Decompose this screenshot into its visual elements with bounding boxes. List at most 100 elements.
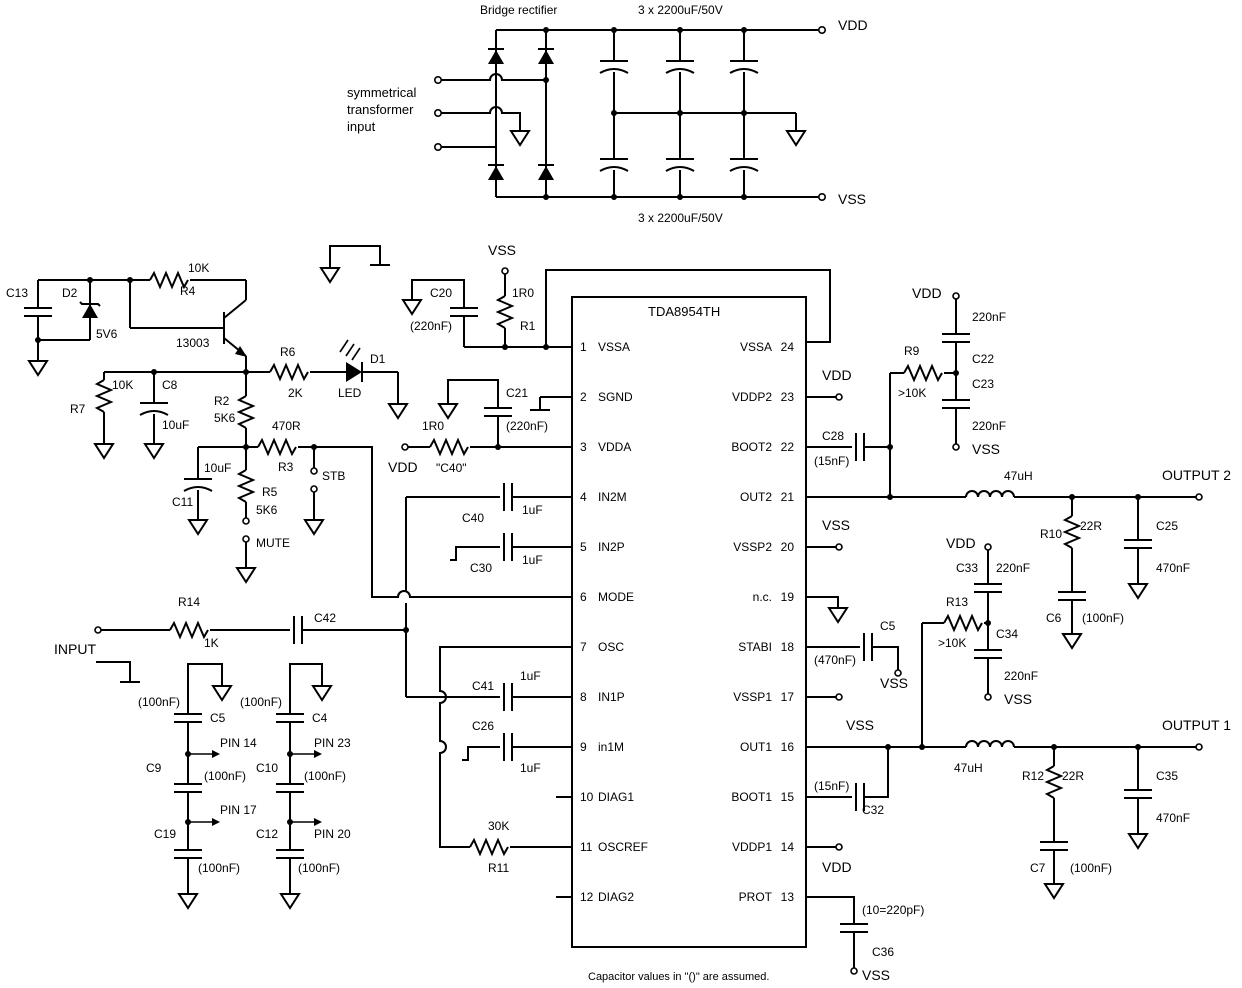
c8-value: 10uF [162, 418, 189, 432]
c13-label: C13 [6, 286, 28, 300]
c5b-label: C5 [880, 619, 896, 633]
ic-pin-right-name: STABI [738, 640, 772, 654]
c21-value: (220nF) [506, 419, 548, 433]
psu-vdd-label: VDD [838, 17, 868, 33]
r7-value: 10K [112, 378, 133, 392]
c40-value: 1uF [522, 503, 543, 517]
psu-caps-bottom-label: 3 x 2200uF/50V [638, 211, 723, 225]
d2-label: D2 [62, 286, 78, 300]
ic-pin-left-name: OSC [598, 640, 624, 654]
vddp1-label: VDD [822, 859, 852, 875]
ic-pin-right-number: 20 [781, 540, 795, 554]
footnote: Capacitor values in "()" are assumed. [588, 971, 769, 983]
c28-label: C28 [822, 429, 844, 443]
c33-value: 220nF [996, 561, 1030, 575]
ic-pin-right-number: 23 [781, 390, 795, 404]
ic-pin-left-number: 1 [580, 340, 587, 354]
ic-pin-right-number: 13 [781, 890, 795, 904]
ic-pin-right-number: 16 [781, 740, 795, 754]
transistor-label: 13003 [176, 336, 210, 350]
ic-pin-left-name: DIAG2 [598, 890, 634, 904]
vss-r13-label: VSS [1004, 691, 1032, 707]
c35-value: 470nF [1156, 811, 1190, 825]
r13-label: R13 [946, 595, 968, 609]
transformer-label-1: symmetrical [347, 85, 416, 100]
ic-pin-right-name: VDDP2 [732, 390, 772, 404]
c35-label: C35 [1156, 769, 1178, 783]
c19-value: (100nF) [198, 861, 240, 875]
ic-pin-left-number: 9 [580, 740, 587, 754]
input-circuit: C40 1uF C30 1uF R14 1K C42 INPUT 30K R11… [54, 482, 572, 898]
standby-mute-circuit: 10K R4 C13 D2 5V6 13003 R7 10K [6, 245, 572, 598]
r7-label: R7 [70, 402, 86, 416]
ic-pin-left-name: SGND [598, 390, 633, 404]
r12-value: 22R [1062, 769, 1084, 783]
r2-label: R2 [214, 394, 230, 408]
c5a-label: C5 [210, 711, 226, 725]
r6-value: 2K [288, 386, 303, 400]
c36-value: (10=220pF) [862, 903, 924, 917]
c22-value: 220nF [972, 310, 1006, 324]
c42-label: C42 [314, 611, 336, 625]
transformer-input-a [433, 76, 442, 85]
c12-value: (100nF) [298, 861, 340, 875]
r-vdda-label: "C40" [436, 461, 467, 475]
d1-label: D1 [370, 352, 386, 366]
vdd-r9-label: VDD [912, 285, 942, 301]
c26-value: 1uF [520, 761, 541, 775]
c36-label: C36 [872, 945, 894, 959]
ic-pin-right-number: 22 [781, 440, 795, 454]
c6-value: (100nF) [1082, 611, 1124, 625]
output-section: VDD C28 (15nF) 47uH OUTPUT 2 VDD 220nF C… [806, 285, 1231, 983]
vssp2-label: VSS [822, 517, 850, 533]
c22-label: C22 [972, 352, 994, 366]
r4-label: R4 [180, 284, 196, 298]
vss-16-label: VSS [846, 717, 874, 733]
mute-label: MUTE [256, 536, 290, 550]
c30-label: C30 [470, 561, 492, 575]
ic-pin-left-name: IN2P [598, 540, 625, 554]
ic-pin-right-name: PROT [739, 890, 773, 904]
ic-pin-right-name: BOOT2 [731, 440, 772, 454]
c7-label: C7 [1030, 861, 1046, 875]
c40-label: C40 [462, 511, 484, 525]
psu-caps-top-label: 3 x 2200uF/50V [638, 3, 723, 17]
c25-label: C25 [1156, 519, 1178, 533]
ic-pins-right: 24VSSA23VDDP222BOOT221OUT220VSSP219n.c.1… [731, 340, 794, 904]
ic-pin-left-number: 11 [580, 840, 593, 854]
ic-pin-right-name: OUT1 [740, 740, 772, 754]
vss-top-label: VSS [488, 242, 516, 258]
c33-label: C33 [956, 561, 978, 575]
led-label: LED [338, 386, 362, 400]
c34-label: C34 [996, 627, 1018, 641]
c11-value: 10uF [204, 461, 231, 475]
c11-label: C11 [172, 495, 193, 509]
vss-c36-label: VSS [862, 967, 890, 983]
input-label: INPUT [54, 641, 96, 657]
pin20-label: PIN 20 [314, 827, 351, 841]
c26-label: C26 [472, 719, 494, 733]
r10-value: 22R [1080, 519, 1102, 533]
ic-pin-right-name: BOOT1 [731, 790, 772, 804]
c41-value: 1uF [520, 669, 541, 683]
l2-value: 47uH [1004, 469, 1033, 483]
ic-pin-right-number: 15 [781, 790, 795, 804]
transformer-input-b [433, 143, 442, 152]
c21-label: C21 [506, 386, 528, 400]
pin23-label: PIN 23 [314, 736, 351, 750]
ic-pin-left-name: VSSA [598, 340, 630, 354]
r5-value: 5K6 [256, 503, 278, 517]
supply-decoupling: VSS 1R0 R1 C20 (220nF) C21 (220nF) 1R0 "… [388, 242, 572, 475]
pin14-label: PIN 14 [220, 736, 257, 750]
ic-pin-right-number: 18 [781, 640, 795, 654]
ic-pin-left-name: in1M [598, 740, 624, 754]
ic-pin-left-number: 8 [580, 690, 587, 704]
r-vdda-value: 1R0 [422, 419, 444, 433]
ic-pin-right-number: 17 [781, 690, 795, 704]
c30-value: 1uF [522, 553, 543, 567]
c12-label: C12 [256, 827, 278, 841]
ic-pin-left-name: VDDA [598, 440, 631, 454]
c23-value: 220nF [972, 419, 1006, 433]
ic-pin-right-name: VDDP1 [732, 840, 772, 854]
